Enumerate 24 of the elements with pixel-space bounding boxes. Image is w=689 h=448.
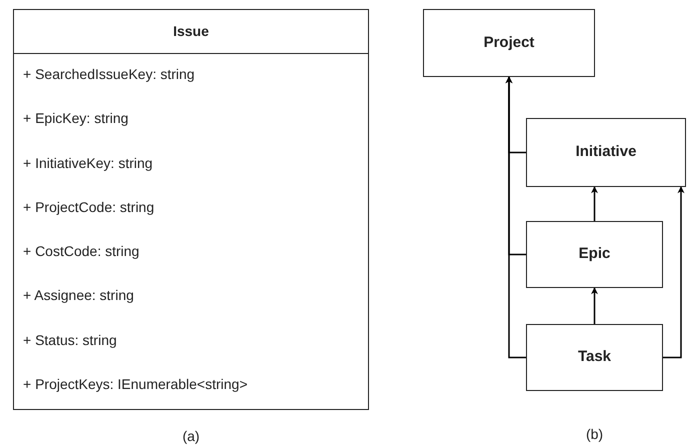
entity-box <box>423 9 595 77</box>
arrow <box>591 287 598 324</box>
attribute-text: + Status: string <box>23 330 117 350</box>
attribute-text: + CostCode: string <box>23 242 140 262</box>
arrow <box>591 186 598 221</box>
entity-box <box>526 118 686 187</box>
subfigure-caption: (a) <box>182 427 200 446</box>
attribute-text: + InitiativeKey: string <box>23 154 153 173</box>
entity-box <box>526 324 663 391</box>
arrow <box>663 186 684 358</box>
entity-box <box>526 221 663 288</box>
subfigure-caption: (b) <box>586 425 604 444</box>
attribute-text: + EpicKey: string <box>23 109 128 128</box>
attribute-text: + ProjectCode: string <box>23 198 154 217</box>
attribute-text: + SearchedIssueKey: string <box>23 65 195 84</box>
attribute-text: + Assignee: string <box>23 286 134 306</box>
class-name: Issue <box>173 22 209 41</box>
entity-name: Project <box>484 32 534 53</box>
class-box <box>13 9 369 410</box>
entity-name: Task <box>578 347 612 368</box>
attribute-text: + ProjectKeys: IEnumerable<string> <box>23 375 248 394</box>
arrow <box>506 76 526 358</box>
entity-name: Epic <box>578 244 610 264</box>
entity-name: Initiative <box>576 142 636 162</box>
